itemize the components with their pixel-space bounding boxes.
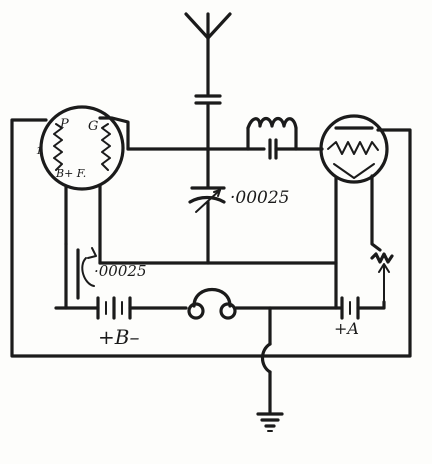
coil-p-label: P: [59, 117, 69, 132]
antenna-icon: [184, 12, 232, 96]
vacuum-tube-icon: [319, 114, 389, 184]
coil-bf-label: B+ F.: [55, 167, 86, 180]
a-battery-to-rheostat: [356, 300, 386, 310]
antenna-capacitor: [194, 94, 222, 189]
crossover-hop: [260, 342, 272, 374]
cap-top-value: ·00025: [230, 188, 289, 208]
a-battery-icon: [340, 296, 360, 320]
grid-capacitor: [268, 138, 320, 160]
grid-leak-resistor: [246, 116, 298, 151]
cap-bottom-value: ·00025: [94, 262, 147, 280]
coupler-top-lead: [98, 116, 130, 133]
battery-a-label: +A: [334, 319, 359, 338]
bypass-capacitor: [64, 242, 97, 310]
rheostat-icon: [370, 252, 394, 303]
coil-g-label: G: [88, 119, 98, 134]
b-battery-icon: [96, 296, 132, 320]
ground-icon: [256, 412, 284, 432]
headphones-icon: [187, 288, 237, 320]
variable-capacitor-top: [188, 186, 226, 265]
tube-left-mark: 1: [36, 146, 42, 157]
variocoupler-icon: [39, 105, 125, 191]
battery-b-label: +B–: [98, 325, 139, 349]
outer-loop-wire: [10, 118, 412, 358]
filament-lead-right: [370, 174, 382, 252]
